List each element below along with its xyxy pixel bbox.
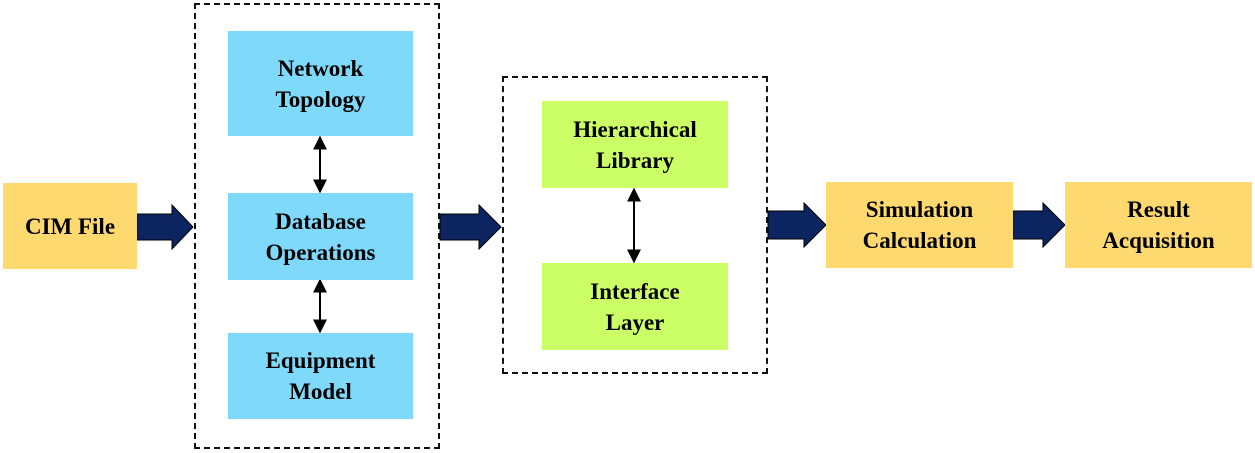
cim-file-box: CIM File (3, 183, 137, 269)
equipment-model-line1: Equipment (265, 348, 376, 373)
interface-layer-line2: Layer (605, 309, 665, 335)
interface-layer-box: Interface Layer (542, 263, 728, 350)
equipment-model-line2: Model (289, 379, 352, 404)
block-arrow-library-to-simulation (767, 201, 827, 249)
result-acquisition-line1: Result (1127, 197, 1190, 222)
simulation-calculation-line2: Calculation (862, 228, 977, 253)
block-arrow-simulation-to-result (1012, 201, 1066, 249)
database-operations-line2: Operations (265, 239, 376, 265)
library-interface-group (502, 76, 768, 374)
result-acquisition-line2: Acquisition (1102, 228, 1215, 253)
result-acquisition-box: Result Acquisition (1065, 182, 1252, 268)
interface-layer-line1: Interface (590, 278, 680, 304)
database-operations-box: Database Operations (228, 193, 413, 280)
cim-file-label: CIM File (24, 213, 116, 239)
network-topology-line1: Network (277, 55, 364, 81)
block-arrow-data-to-library (439, 203, 502, 251)
equipment-model-box: Equipment Model (228, 333, 413, 419)
block-arrow-cim-to-data (136, 203, 194, 251)
hierarchical-library-box: Hierarchical Library (542, 101, 728, 188)
simulation-calculation-box: Simulation Calculation (826, 182, 1013, 268)
data-processing-group (194, 3, 440, 449)
simulation-calculation-line1: Simulation (865, 197, 974, 222)
network-topology-line2: Topology (275, 86, 366, 112)
hierarchical-library-line1: Hierarchical (573, 116, 697, 142)
database-operations-line1: Database (275, 208, 366, 234)
hierarchical-library-line2: Library (596, 147, 674, 173)
network-topology-box: Network Topology (228, 31, 413, 136)
